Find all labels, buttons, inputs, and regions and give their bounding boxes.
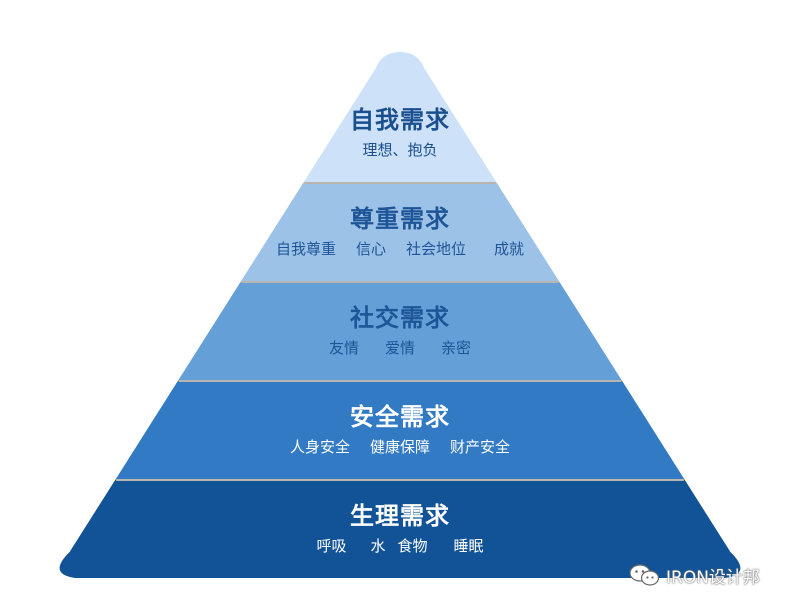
tier-physiological-shape <box>59 480 741 578</box>
tier-items: 理想、抱负 <box>0 140 800 160</box>
tier-items: 自我尊重 信心 社会地位 成就 <box>0 239 800 259</box>
tier-item: 呼吸 <box>316 537 347 555</box>
watermark-text: IRON设计邦 <box>666 567 760 588</box>
tier-self-actualization-shape <box>303 52 497 183</box>
tier-item: 友情 <box>328 339 359 357</box>
tier-item: 自我尊重 <box>275 240 336 258</box>
tier-esteem: 尊重需求自我尊重 信心 社会地位 成就 <box>0 204 800 274</box>
tier-item: 爱情 <box>384 339 415 357</box>
tier-safety-shape <box>115 381 685 480</box>
tier-title: 社交需求 <box>350 304 450 332</box>
tier-social: 社交需求友情 爱情 亲密 <box>0 303 800 373</box>
tier-title: 尊重需求 <box>350 205 450 233</box>
tier-item: 亲密 <box>441 339 472 357</box>
watermark: IRON设计邦 <box>628 563 760 588</box>
tier-items: 友情 爱情 亲密 <box>0 338 800 358</box>
tier-title: 生理需求 <box>350 502 450 530</box>
tier-item: 食物 <box>397 537 428 555</box>
tier-physiological: 生理需求呼吸 水食物 睡眠 <box>0 501 800 571</box>
tier-item: 信心 <box>355 240 386 258</box>
tier-items: 人身安全 健康保障 财产安全 <box>0 437 800 457</box>
tier-item: 人身安全 <box>289 438 350 456</box>
tier-safety: 安全需求人身安全 健康保障 财产安全 <box>0 402 800 472</box>
tier-item: 社会地位 <box>406 240 467 258</box>
tier-item: 水 <box>370 537 386 555</box>
tier-item: 健康保障 <box>369 438 430 456</box>
wechat-icon <box>628 563 662 587</box>
tier-item: 财产安全 <box>450 438 511 456</box>
tier-self-actualization: 自我需求理想、抱负 <box>0 105 800 175</box>
tier-items: 呼吸 水食物 睡眠 <box>0 536 800 556</box>
tier-social-shape <box>177 282 623 381</box>
tier-title: 自我需求 <box>350 106 450 134</box>
tier-item: 睡眠 <box>453 537 484 555</box>
tier-item: 成就 <box>494 240 525 258</box>
tier-esteem-shape <box>240 183 560 282</box>
tier-title: 安全需求 <box>350 403 450 431</box>
tier-item: 理想、抱负 <box>362 141 438 159</box>
